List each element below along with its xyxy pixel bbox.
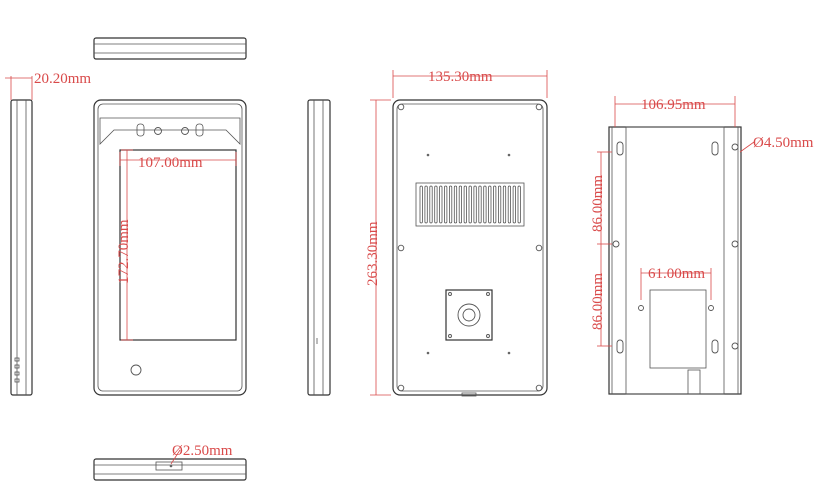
vent-slot (468, 185, 472, 224)
back-view (392, 99, 548, 397)
vent-slot (483, 185, 487, 224)
vent-slot (434, 185, 438, 224)
bottom-view (93, 458, 247, 481)
vent-slot (444, 185, 448, 224)
vent-slot (478, 185, 482, 224)
vent-slot (488, 185, 492, 224)
vent-slot (497, 185, 502, 224)
bracket-inner-dimension: 61.00mm (640, 266, 712, 300)
vent-slot (448, 185, 453, 224)
vent-slot (463, 185, 467, 224)
vent-slot (502, 185, 507, 224)
vent-slot (419, 185, 423, 224)
vent-slot (429, 185, 433, 224)
back-width-label: 135.30mm (428, 69, 493, 85)
bottom-hole-label: Ø2.50mm (172, 443, 233, 459)
right-side-view (307, 99, 331, 396)
side-depth-label: 20.20mm (34, 71, 91, 87)
left-side-view (10, 99, 33, 396)
vent-slot (517, 185, 521, 224)
vent-slot (507, 185, 512, 224)
side-depth-dimension: 20.20mm (5, 71, 91, 100)
back-width-dimension: 135.30mm (392, 69, 548, 98)
back-height-label: 263.30mm (365, 221, 381, 286)
bottom-hole-dimension: Ø2.50mm (170, 443, 233, 465)
vent-slot (453, 185, 458, 224)
screen-width-dimension: 107.00mm (119, 152, 237, 171)
screen-height-label: 172.70mm (116, 219, 132, 284)
screen-height-dimension: 172.70mm (116, 149, 133, 341)
bracket-hole-label: Ø4.50mm (753, 135, 814, 151)
top-view (93, 37, 247, 60)
back-height-dimension: 263.30mm (365, 99, 391, 396)
bracket-pitch-dimension: 86.00mm 86.00mm (590, 151, 612, 347)
screen-width-label: 107.00mm (138, 155, 203, 171)
front-view (93, 99, 247, 396)
bracket-width-dimension: 106.95mm (614, 96, 736, 127)
bracket-pitch-bottom-label: 86.00mm (590, 273, 606, 330)
vent-slots (419, 185, 521, 224)
vent-slot (458, 185, 463, 224)
bracket-hole-dimension: Ø4.50mm (739, 135, 814, 153)
bracket-width-label: 106.95mm (641, 97, 706, 113)
bracket-inner-label: 61.00mm (648, 266, 705, 282)
wall-bracket (608, 126, 742, 395)
vent-slot (424, 185, 428, 224)
bracket-pitch-top-label: 86.00mm (590, 175, 606, 232)
vent-slot (512, 185, 516, 224)
vent-slot (439, 185, 443, 224)
vent-slot (493, 185, 497, 224)
vent-slot (473, 185, 477, 224)
